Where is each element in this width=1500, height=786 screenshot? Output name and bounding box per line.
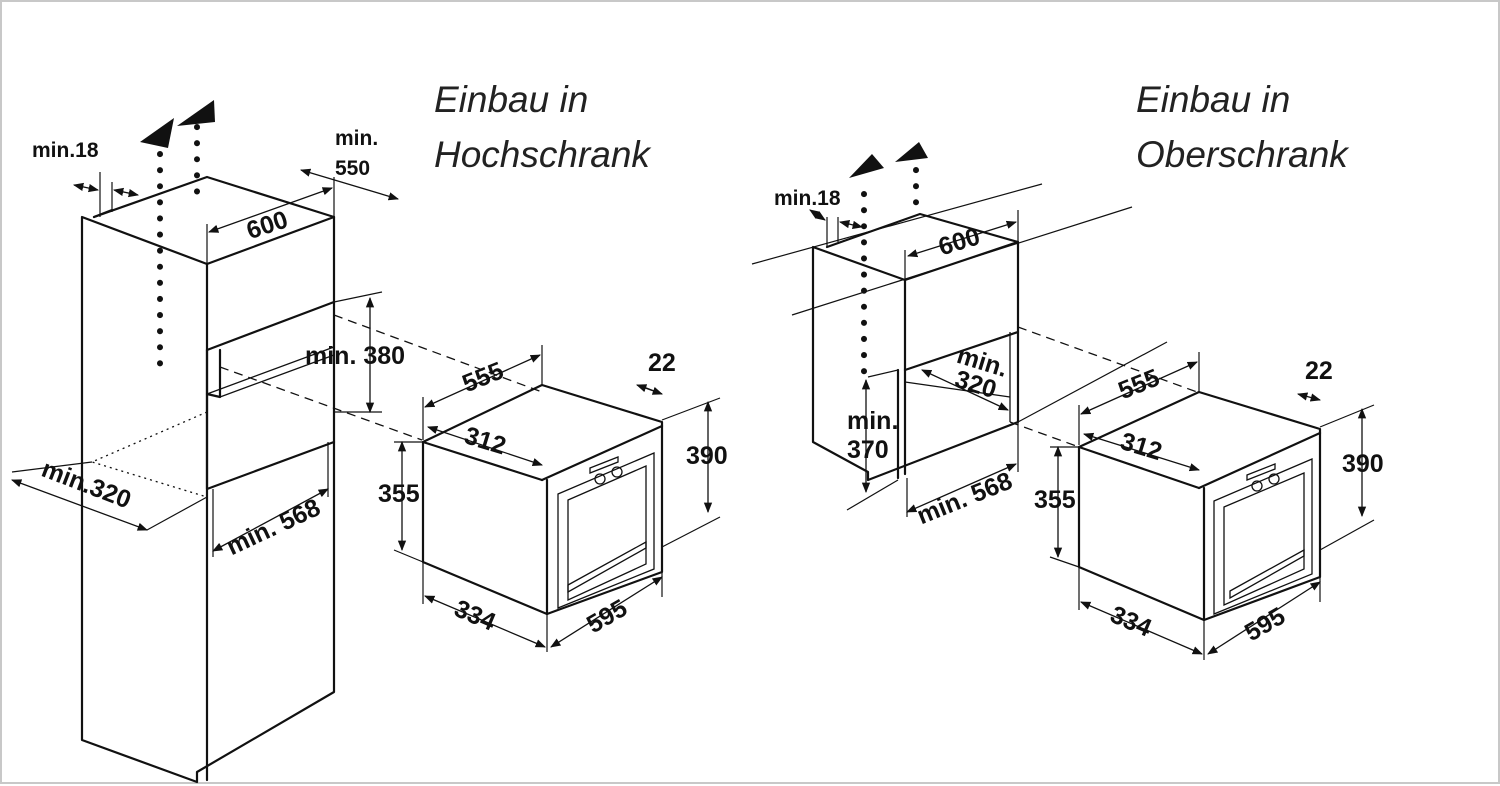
label-min-550-line2: 550	[335, 157, 370, 180]
label-min-18: min.18	[774, 187, 841, 210]
tall-cabinet-labels: min.18 min. 550 600 min. 380 min.320 min…	[32, 127, 405, 561]
oven-left-labels: 555 312 22 390 355 334 595	[378, 349, 728, 639]
label-355: 355	[378, 480, 420, 508]
vent-arrow-icon	[895, 142, 928, 162]
label-min-550-line1: min.	[335, 127, 378, 150]
label-390: 390	[686, 442, 728, 470]
label-min-568: min. 568	[913, 467, 1016, 530]
label-390: 390	[1342, 450, 1384, 478]
label-min-568: min. 568	[222, 493, 325, 561]
label-312: 312	[1117, 427, 1165, 466]
label-555: 555	[458, 357, 507, 399]
title-right-line1: Einbau in	[1136, 79, 1290, 120]
wall-cabinet-labels: min.18 600 min. 320 min. 370 min. 568	[774, 187, 1016, 530]
oven-right-dimensions	[1049, 352, 1375, 660]
wall-cabinet	[751, 183, 1133, 482]
wall-cabinet-airflow	[849, 142, 928, 387]
oven-left-dimensions	[393, 345, 721, 652]
title-left-line2: Hochschrank	[434, 134, 652, 175]
label-595: 595	[1240, 602, 1290, 647]
label-555: 555	[1114, 364, 1163, 406]
vent-arrow-icon	[849, 154, 884, 178]
tall-cabinet-dimensions	[11, 168, 543, 557]
vent-arrow-icon	[177, 100, 215, 126]
vent-arrow-icon	[140, 118, 174, 148]
label-min-370-line1: min.	[847, 407, 898, 435]
label-min-320: min.320	[38, 455, 135, 515]
title-right-line2: Oberschrank	[1136, 134, 1350, 175]
label-min-380: min. 380	[305, 342, 405, 370]
title-left-line1: Einbau in	[434, 79, 588, 120]
label-22: 22	[648, 349, 676, 377]
label-312: 312	[461, 422, 509, 461]
tall-cabinet	[80, 175, 336, 784]
label-width-600: 600	[243, 206, 291, 246]
oven-right-labels: 555 312 22 390 355 334 595	[1034, 357, 1384, 647]
oven-left	[421, 383, 664, 616]
titles: Einbau in Hochschrank Einbau in Oberschr…	[434, 79, 1350, 175]
label-334: 334	[1106, 601, 1155, 643]
label-min-18: min.18	[32, 139, 99, 162]
tall-cabinet-airflow	[140, 100, 215, 377]
label-355: 355	[1034, 486, 1076, 514]
oven-right	[1077, 390, 1322, 622]
label-334: 334	[450, 595, 499, 637]
label-min-370-line2: 370	[847, 436, 889, 464]
label-22: 22	[1305, 357, 1333, 385]
